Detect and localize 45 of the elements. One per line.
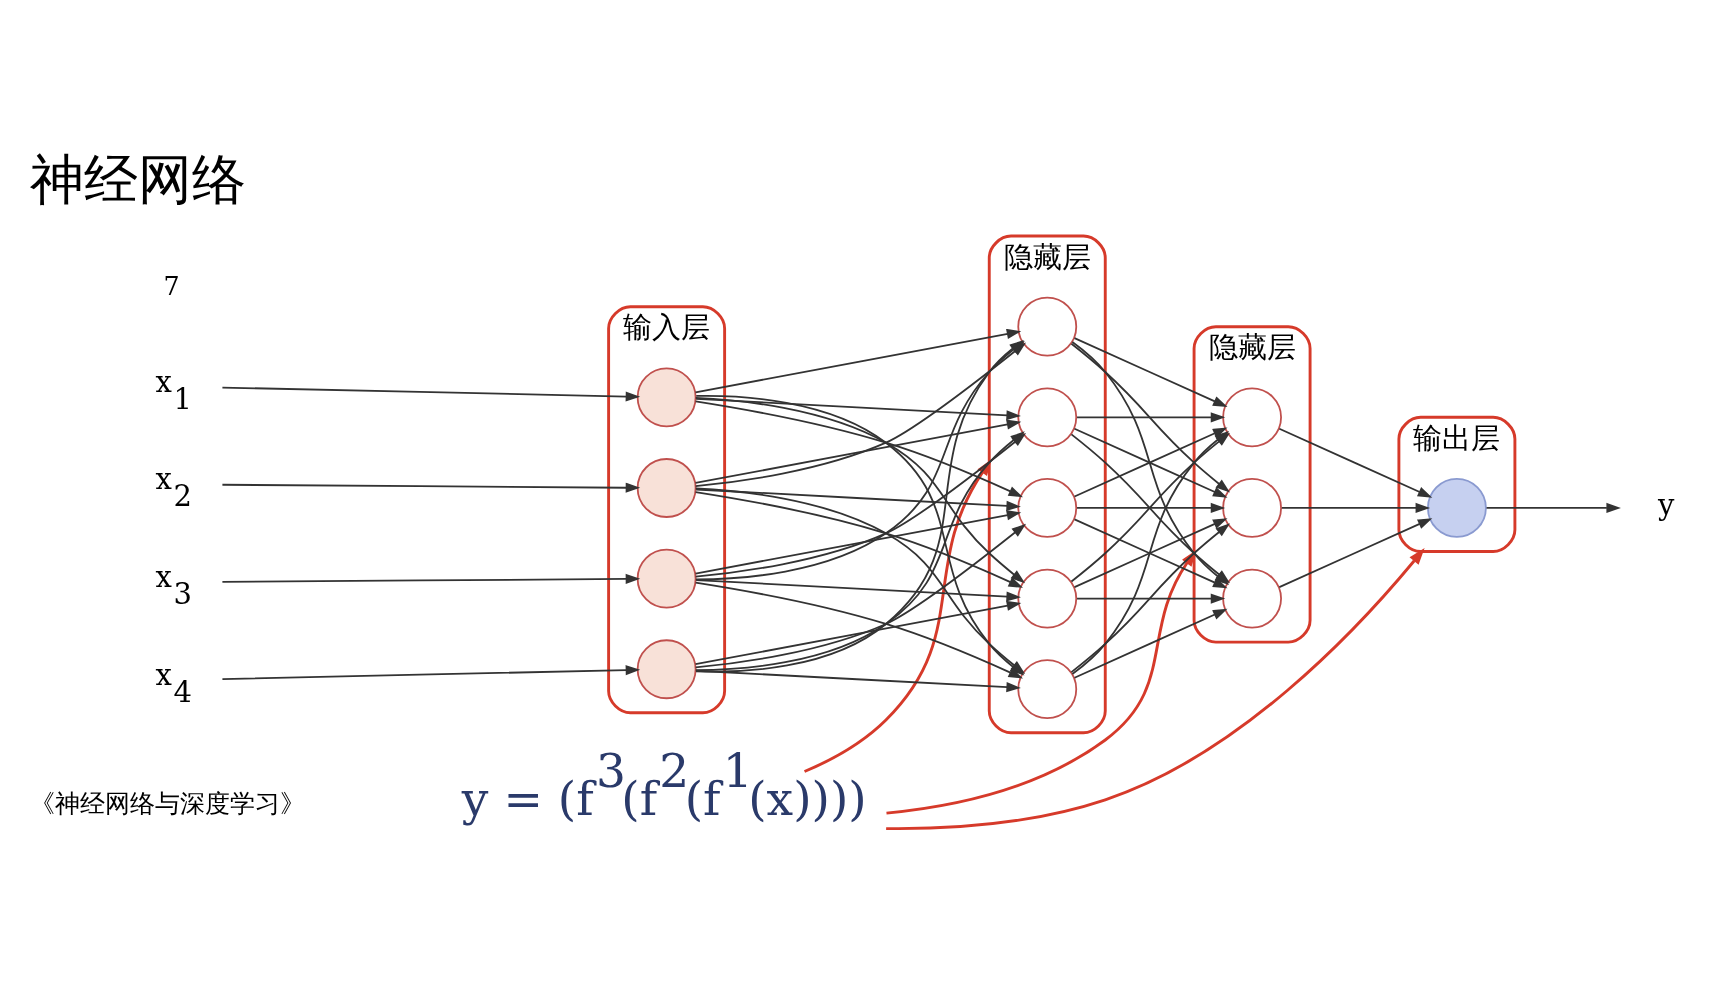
node-circle [1427,478,1487,538]
cluster: 输出层 [1397,415,1517,553]
node-circle [636,458,697,518]
cluster: 隐藏层 [987,234,1107,735]
node-text: y [1658,487,1675,522]
arrow [1278,427,1433,498]
arrow [1076,593,1226,604]
node-circle [1017,568,1078,629]
node-circle [1017,296,1078,357]
node-circle [1222,568,1282,629]
arrow [695,669,1021,693]
arrow [695,488,1021,511]
label: 7 [163,271,180,302]
arrow [221,665,641,680]
node-circle [636,639,697,700]
cluster: 隐藏层 [1192,325,1312,644]
arrow [221,386,641,402]
arrow [694,419,1022,484]
node-circle [636,367,697,428]
arrow [1076,412,1226,423]
arrow [695,579,1021,602]
arrow [694,600,1022,666]
node-circle [636,548,697,609]
arrow [1073,337,1228,408]
node-circle [1222,478,1282,538]
arrow [694,491,1024,588]
cluster: 输入层 [607,305,727,715]
caption: 《神经网络与深度学习》 [30,787,306,818]
arrow [695,397,1021,421]
arrow [1076,502,1226,514]
node-circle [1017,387,1078,448]
node-circle [1222,387,1282,448]
arrow [694,523,1027,669]
arrow [694,400,1024,498]
arrow [1485,502,1621,514]
arrow [694,510,1022,575]
arrow [1073,608,1228,679]
arrow [221,573,641,585]
node-circle [1017,659,1078,720]
arrow [694,328,1022,394]
arrow [221,482,641,493]
arrow [1278,518,1433,588]
diagram-title: 神经网络 [30,148,247,211]
arrow [1280,502,1431,514]
node-circle [1017,478,1078,538]
